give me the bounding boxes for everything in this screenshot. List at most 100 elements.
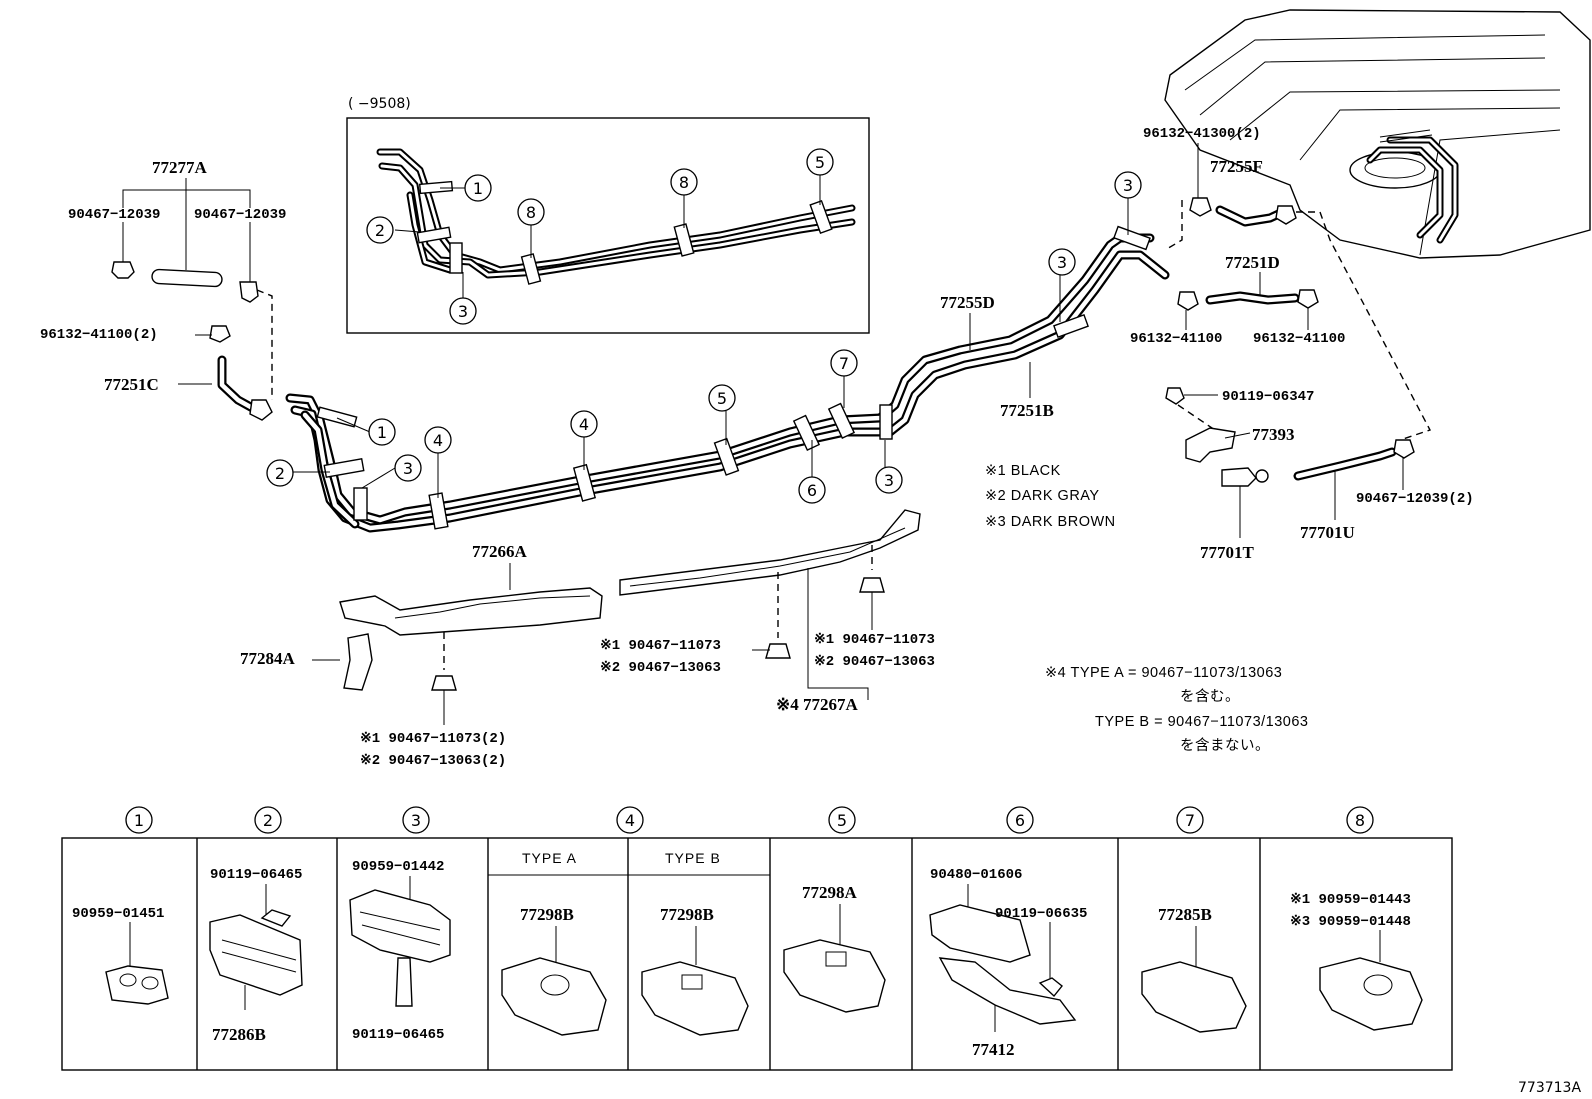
svg-text:7: 7 [1185, 811, 1195, 830]
clamp-small-icon [209, 325, 231, 343]
color-legend: ※1 BLACK ※2 DARK GRAY ※3 DARK BROWN [985, 463, 1116, 530]
circle-3c: 3 [1048, 248, 1076, 276]
type-b-jp: を含まない。 [1180, 737, 1270, 754]
clamp-1-icon [105, 965, 169, 1005]
table-header-6: 6 [1006, 806, 1034, 834]
table-header-8: 8 [1346, 806, 1374, 834]
c1-part: 90959−01451 [72, 906, 164, 922]
circle-4b: 4 [570, 410, 598, 438]
svg-text:4: 4 [625, 811, 635, 830]
clamp-7-icon [1141, 961, 1247, 1033]
inset-circle-8a: 8 [517, 198, 545, 226]
svg-text:6: 6 [807, 481, 817, 500]
svg-text:3: 3 [884, 471, 894, 490]
c3-bot-part: 90119−06465 [352, 1027, 444, 1043]
clamp-6-icon [929, 904, 1031, 963]
part-77266A: 77266A [472, 542, 528, 561]
bracket-77393-icon [1185, 427, 1236, 463]
circle-7: 7 [830, 349, 858, 377]
part-77277A: 77277A [152, 158, 208, 177]
part-96132-41300: 96132−41300(2) [1143, 126, 1261, 142]
c2-top-part: 90119−06465 [210, 867, 302, 883]
tank-side-parts: 96132−41300(2) 77255F 77251D 96132−41100… [1130, 126, 1474, 562]
tube-77251B: 77251B [1000, 401, 1054, 420]
clip-right-icon [239, 281, 259, 303]
circle-2: 2 [266, 459, 294, 487]
table-header-7: 7 [1176, 806, 1204, 834]
part-77701U: 77701U [1300, 523, 1355, 542]
svg-text:8: 8 [679, 173, 689, 192]
svg-text:4: 4 [579, 415, 589, 434]
svg-text:2: 2 [375, 221, 385, 240]
part-77251D: 77251D [1225, 253, 1280, 272]
part-clip-left: 90467−12039 [68, 207, 160, 223]
svg-text:7: 7 [839, 354, 849, 373]
protectors: 77266A 77284A ※1 90467−11073(2) ※2 90467… [240, 509, 935, 769]
inset-circle-5: 5 [806, 148, 834, 176]
diagram-id: 773713A [1518, 1080, 1581, 1096]
circle-1: 1 [368, 418, 396, 446]
protector-77266A-icon [339, 587, 603, 636]
c6-mid-part: 90119−06635 [995, 906, 1087, 922]
clamp-table: 1 2 3 4 5 6 7 8 TYPE A TYPE B 90959−0145… [61, 806, 1453, 1071]
svg-text:8: 8 [1355, 811, 1365, 830]
clamp-3-icon [349, 889, 451, 963]
svg-text:5: 5 [837, 811, 847, 830]
bolt-3-icon [395, 957, 413, 1007]
part-77267A: ※4 77267A [776, 695, 858, 714]
inset-circle-3: 3 [449, 297, 477, 325]
part-77393: 77393 [1252, 425, 1295, 444]
plate-6-icon [938, 957, 1077, 1025]
c8-part-b: ※3 90959−01448 [1290, 914, 1411, 930]
part-90119-06347: 90119−06347 [1222, 389, 1314, 405]
svg-text:3: 3 [458, 302, 468, 321]
circle-3a: 3 [394, 454, 422, 482]
inset-range-label: ( −9508) [348, 96, 411, 112]
c3-top-part: 90959−01442 [352, 859, 444, 875]
part-77701T: 77701T [1200, 543, 1255, 562]
part-m3b: ※2 90467−13063(2) [360, 753, 506, 769]
table-header-4: 4 [616, 806, 644, 834]
type-b-line: TYPE B = 90467−11073/13063 [1095, 714, 1308, 730]
svg-text:1: 1 [134, 811, 144, 830]
clamp-5-icon [783, 939, 886, 1013]
svg-text:5: 5 [717, 389, 727, 408]
clamp-4b-icon [641, 961, 749, 1036]
bolt-2-icon [260, 909, 292, 927]
part-96132-41100-mid-r: 96132−41100 [1253, 331, 1345, 347]
c4b-part: 77298B [660, 905, 714, 924]
part-clamp-96132-41100: 96132−41100(2) [40, 327, 158, 343]
circle-3d: 3 [1114, 171, 1142, 199]
circle-4a: 4 [424, 426, 452, 454]
table-header-1: 1 [125, 806, 153, 834]
type-b-header: TYPE B [665, 850, 721, 866]
c8-part-a: ※1 90959−01443 [1290, 892, 1411, 908]
svg-text:4: 4 [433, 431, 443, 450]
type-note: ※4 TYPE A = 90467−11073/13063 を含む。 TYPE … [1045, 665, 1308, 754]
legend-dark-brown: ※3 DARK BROWN [985, 514, 1116, 530]
svg-text:1: 1 [473, 179, 483, 198]
part-m2a: ※1 90467−11073 [814, 632, 935, 648]
svg-text:3: 3 [1057, 253, 1067, 272]
inset-circle-2: 2 [366, 216, 394, 244]
part-m1b: ※2 90467−13063 [600, 660, 721, 676]
circle-3b: 3 [875, 466, 903, 494]
c6-bot-part: 77412 [972, 1040, 1015, 1059]
svg-text:6: 6 [1015, 811, 1025, 830]
main-fuel-lines: 1 2 3 4 4 5 6 7 3 3 3 77255D 77251B [266, 171, 1170, 533]
left-parts-group: 77277A 90467−12039 90467−12039 96132−411… [40, 158, 286, 421]
part-clip-right: 90467−12039 [194, 207, 286, 223]
fuel-tank [1164, 9, 1591, 259]
svg-text:5: 5 [815, 153, 825, 172]
hose-77277A-icon [151, 268, 223, 288]
c6-top-part: 90480−01606 [930, 867, 1022, 883]
type-a-header: TYPE A [522, 850, 577, 866]
part-96132-41100-mid-l: 96132−41100 [1130, 331, 1222, 347]
svg-text:1: 1 [377, 423, 387, 442]
part-77284A: 77284A [240, 649, 296, 668]
part-77251C: 77251C [104, 375, 159, 394]
protector-77267A-icon [619, 509, 921, 596]
clamp-2-icon [209, 914, 303, 996]
